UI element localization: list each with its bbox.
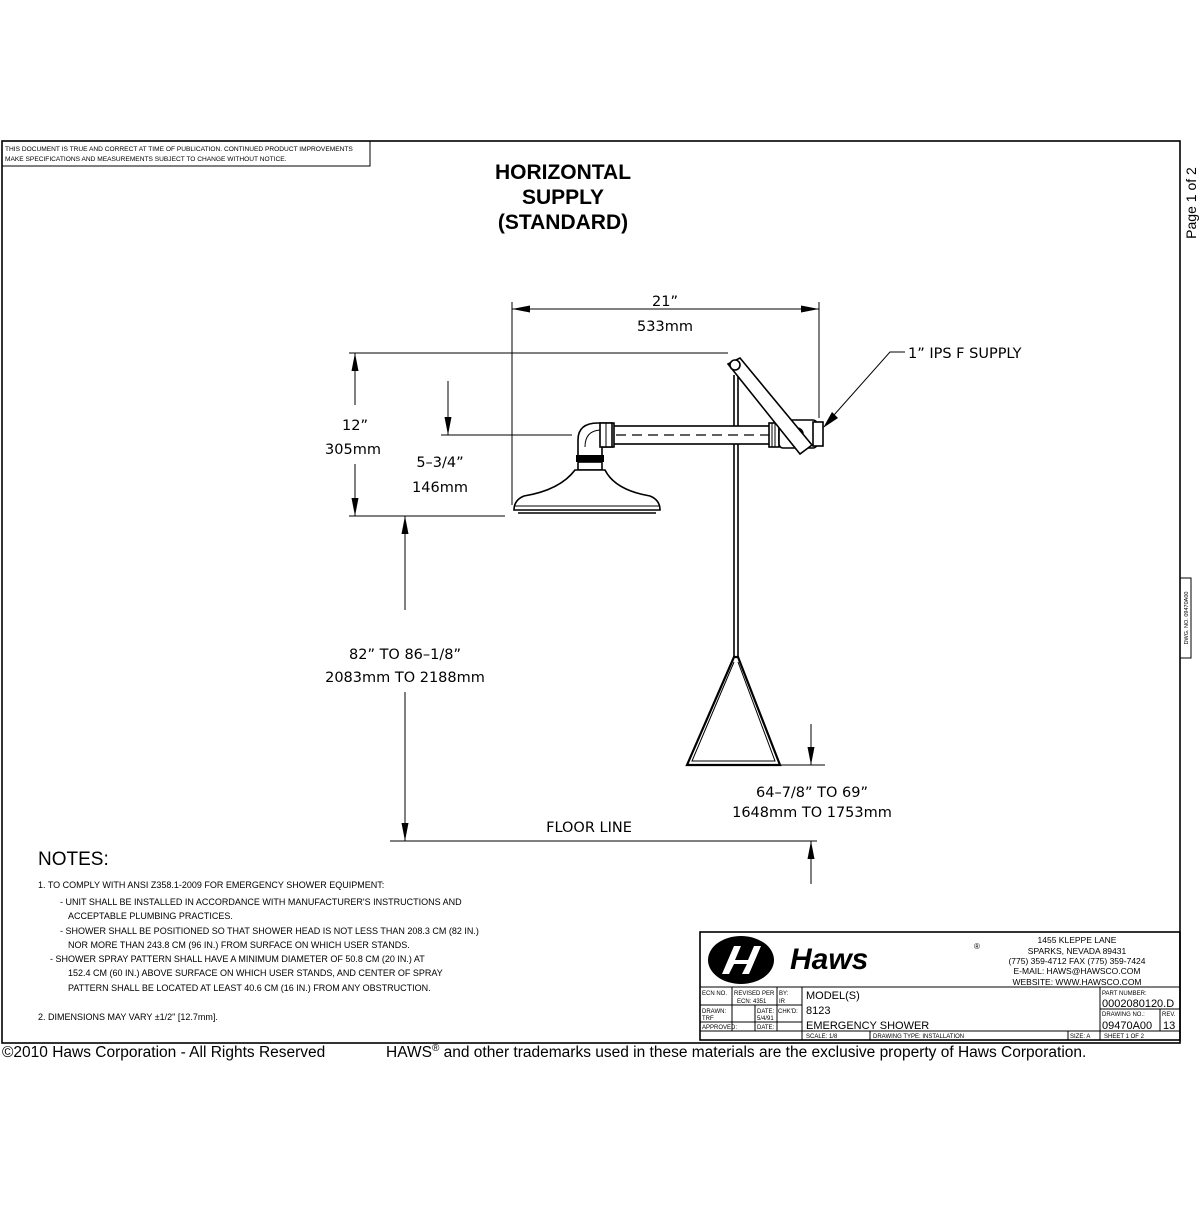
- supply-inlet: [812, 421, 824, 447]
- head-collar: [576, 455, 604, 462]
- by-label: BY:: [779, 991, 789, 997]
- drawn-label: DRAWN:: [702, 1009, 726, 1015]
- shower-head: [513, 469, 661, 511]
- height-inches: 12”: [342, 418, 368, 434]
- drawing-no-label: DRAWING NO.:: [1102, 1012, 1145, 1018]
- note-line-3: ACCEPTABLE PLUMBING PRACTICES.: [68, 911, 233, 921]
- footer-copyright: ©2010 Haws Corporation - All Rights Rese…: [2, 1044, 325, 1061]
- notes-heading: NOTES:: [38, 849, 109, 870]
- description: EMERGENCY SHOWER: [806, 1020, 929, 1032]
- supply-leader: [825, 351, 905, 425]
- ecn-no-label: ECN NO.: [702, 991, 727, 997]
- address-phone: (775) 359-4712 FAX (775) 359-7424: [1008, 956, 1145, 966]
- date2-label: DATE:: [757, 1025, 775, 1031]
- note-line-9: 2. DIMENSIONS MAY VARY ±1/2" [12.7mm].: [38, 1012, 218, 1022]
- drop-mm: 146mm: [412, 480, 468, 496]
- rev-label: REV.: [1162, 1012, 1176, 1018]
- footer-trademark-mark: ®: [432, 1043, 440, 1054]
- sheet-border: [1, 140, 1181, 1044]
- note-line-7: 152.4 CM (60 IN.) ABOVE SURFACE ON WHICH…: [68, 968, 443, 978]
- supply-label: 1” IPS F SUPPLY: [908, 346, 1022, 362]
- title-line-2: SUPPLY: [522, 186, 604, 209]
- size-label: SIZE: A: [1070, 1034, 1090, 1040]
- title-block: Haws ® 1455 KLEPPE LANE SPARKS, NEVADA 8…: [699, 931, 1181, 1041]
- date-label: DATE:: [757, 1009, 775, 1015]
- drawing-type: DRAWING TYPE: INSTALLATION: [873, 1034, 964, 1040]
- scale-label: SCALE: 1/8: [806, 1034, 838, 1040]
- address-website: WEBSITE: WWW.HAWSCO.COM: [1012, 977, 1141, 987]
- revised-per-label: REVISED PER: [734, 991, 775, 997]
- registered-mark: ®: [974, 942, 980, 951]
- note-line-4: - SHOWER SHALL BE POSITIONED SO THAT SHO…: [60, 926, 479, 936]
- footer-trademark-text: and other trademarks used in these mater…: [439, 1044, 1086, 1061]
- floor-line-label: FLOOR LINE: [546, 820, 632, 836]
- note-line-6: - SHOWER SPRAY PATTERN SHALL HAVE A MINI…: [50, 954, 425, 964]
- haws-wordmark: Haws: [790, 943, 868, 976]
- note-line-2: - UNIT SHALL BE INSTALLED IN ACCORDANCE …: [60, 897, 462, 907]
- address-line-2: SPARKS, NEVADA 89431: [1028, 946, 1127, 956]
- drawn-value: TRF: [702, 1016, 714, 1022]
- part-number-value: 0002080120.D: [1102, 998, 1174, 1010]
- side-tab: [1179, 577, 1192, 659]
- address-email: E-MAIL: HAWS@HAWSCO.COM: [1013, 966, 1140, 976]
- head-height-inches: 82” TO 86–1/8”: [349, 647, 461, 663]
- footer-trademark: HAWS® and other trademarks used in these…: [386, 1043, 1086, 1061]
- width-mm: 533mm: [637, 319, 693, 335]
- disclaimer-line-2: MAKE SPECIFICATIONS AND MEASUREMENTS SUB…: [5, 156, 287, 163]
- handle-height-mm: 1648mm TO 1753mm: [732, 805, 892, 821]
- height-mm: 305mm: [325, 442, 381, 458]
- side-tab-label: DWG. NO. 09470A00: [1184, 592, 1190, 645]
- address-line-1: 1455 KLEPPE LANE: [1038, 935, 1117, 945]
- drop-inches: 5–3/4”: [416, 455, 463, 471]
- date-value: 5/4/91: [757, 1016, 774, 1022]
- dimension-lines: [349, 302, 905, 884]
- sheet-label: SHEET 1 OF 2: [1104, 1034, 1145, 1040]
- handle-height-inches: 64–7/8” TO 69”: [756, 785, 868, 801]
- models-value: 8123: [806, 1005, 830, 1017]
- head-height-mm: 2083mm TO 2188mm: [325, 670, 485, 686]
- chkd-label: CHK'D:: [778, 1009, 798, 1015]
- emergency-shower: [513, 357, 824, 767]
- width-inches: 21”: [652, 294, 678, 310]
- title-line-1: HORIZONTAL: [495, 161, 631, 184]
- drawing-no-value: 09470A00: [1102, 1020, 1152, 1032]
- disclaimer-line-1: THIS DOCUMENT IS TRUE AND CORRECT AT TIM…: [5, 146, 353, 153]
- note-line-5: NOR MORE THAN 243.8 CM (96 IN.) FROM SUR…: [68, 940, 410, 950]
- by-value: IR: [779, 999, 786, 1005]
- approved-label: APPROVED:: [702, 1025, 737, 1031]
- part-number-label: PART NUMBER:: [1102, 991, 1147, 997]
- page-label: Page 1 of 2: [1183, 167, 1199, 239]
- footer-trademark-brand: HAWS: [386, 1044, 432, 1061]
- rev-value: 13: [1163, 1020, 1175, 1032]
- revised-per-value: ECN: 4351: [737, 999, 767, 1005]
- models-label: MODEL(S): [806, 990, 860, 1002]
- triangle-pull-handle: [685, 655, 782, 767]
- note-line-8: PATTERN SHALL BE LOCATED AT LEAST 40.6 C…: [68, 983, 431, 993]
- haws-logo: Haws ®: [708, 936, 980, 984]
- note-line-1: 1. TO COMPLY WITH ANSI Z358.1-2009 FOR E…: [38, 880, 384, 890]
- disclaimer-box: [1, 140, 371, 167]
- title-line-3: (STANDARD): [498, 211, 628, 234]
